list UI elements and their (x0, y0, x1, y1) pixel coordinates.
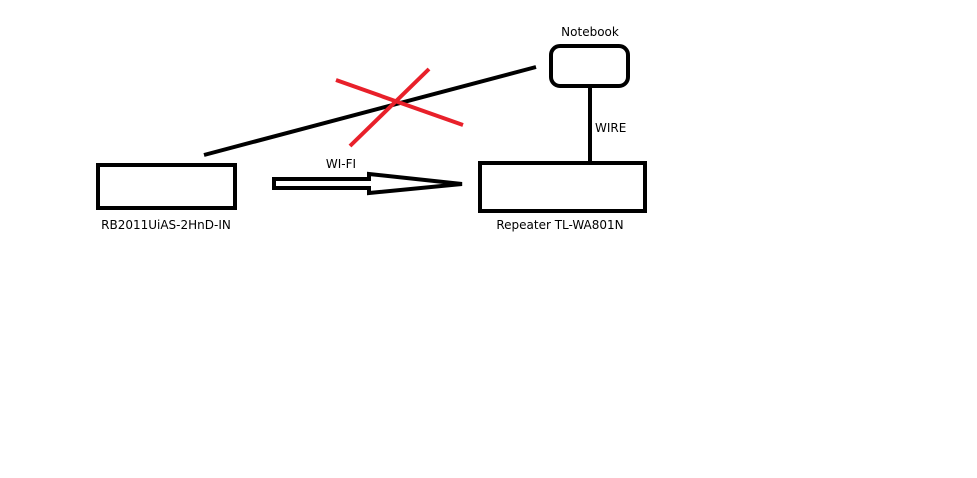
router-label: RB2011UiAS-2HnD-IN (101, 218, 231, 232)
notebook-box (549, 44, 630, 88)
notebook-label: Notebook (561, 25, 619, 39)
cross-mark (335, 67, 464, 148)
cross-stroke-1 (335, 78, 464, 127)
repeater-label: Repeater TL-WA801N (496, 218, 623, 232)
repeater-box (478, 161, 647, 213)
router-box (96, 163, 237, 210)
wifi-arrow (272, 171, 463, 196)
direct-link-line (203, 65, 537, 157)
wifi-label: WI-FI (326, 157, 356, 171)
cross-stroke-2 (348, 67, 431, 148)
wire-label: WIRE (595, 121, 626, 135)
